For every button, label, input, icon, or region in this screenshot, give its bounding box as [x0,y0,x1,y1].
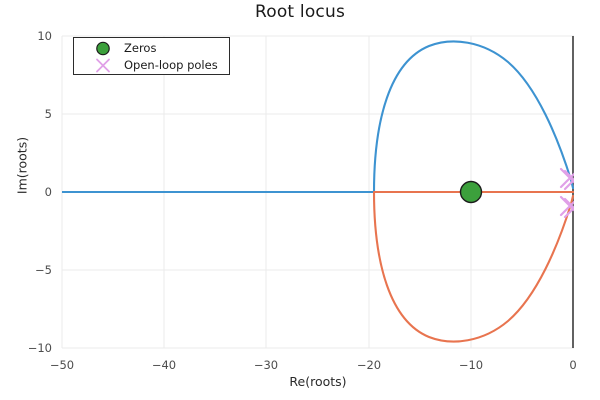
x-tick-label: −30 [253,358,279,372]
locus-lower-branch [372,190,574,343]
legend-row-zeros: Zeros [74,40,229,57]
pole-marker-x-icon [563,197,574,219]
pole-marker-x-icon [559,195,574,217]
legend-label-open-loop-poles: Open-loop poles [124,58,218,72]
y-tick-label: −5 [35,263,52,277]
x-tick-label: 0 [569,358,577,372]
x-axis-label: Re(roots) [289,374,347,389]
legend-row-poles: Open-loop poles [74,57,229,74]
legend-label-zeros: Zeros [124,41,157,55]
chart-title: Root locus [254,2,346,22]
y-tick-label: −10 [27,341,52,355]
y-tick-label: 5 [44,107,52,121]
y-tick-label: 0 [44,185,52,199]
pole-marker-x-icon [559,167,574,189]
y-tick-label: 10 [37,29,52,43]
legend-zero-marker [96,41,110,56]
zero-marker-circle-icon [459,180,483,204]
x-tick-label: −50 [49,358,75,372]
pole-marker-x-icon [563,169,574,191]
x-tick-label: −20 [356,358,382,372]
legend-pole-marker-x-icon [96,58,110,73]
locus-upper-branch [62,40,574,194]
open-loop-pole-markers [559,167,574,219]
x-tick-label: −10 [458,358,484,372]
legend: Zeros Open-loop poles [73,37,230,75]
x-tick-label: −40 [151,358,177,372]
